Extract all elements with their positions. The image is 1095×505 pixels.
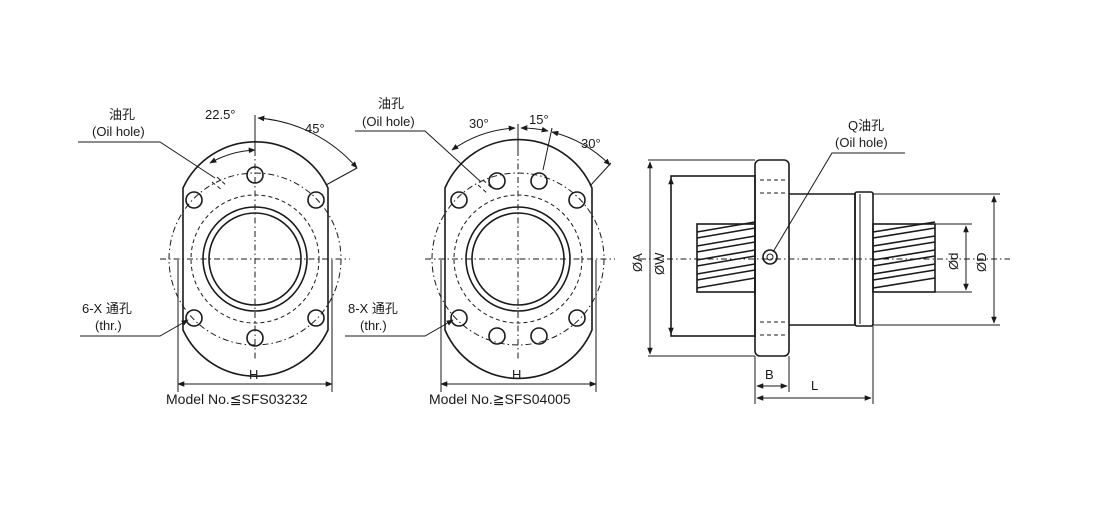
left-flange-view: 22.5° 45° 油孔 (Oil hole) 6-X 通孔 (thr.) H … xyxy=(78,107,358,407)
middle-bolt-hole xyxy=(530,172,548,190)
left-bolt-hole xyxy=(246,166,264,184)
side-b-label: B xyxy=(765,367,774,382)
middle-flange-view: 30° 15° 30° 油孔 (Oil hole) 8-X 通孔 (thr.) … xyxy=(345,96,615,407)
left-angle-arc-b xyxy=(257,115,358,169)
middle-bolt-hole xyxy=(488,327,506,345)
left-angle-b-label: 45° xyxy=(305,121,325,136)
side-oil-hole-en: (Oil hole) xyxy=(835,135,888,150)
middle-bolt-hole xyxy=(530,327,548,345)
side-oil-hole-inner xyxy=(766,253,774,261)
middle-angle-c-label: 30° xyxy=(581,136,601,151)
screw-right-outline xyxy=(872,223,936,293)
left-oil-hole-en: (Oil hole) xyxy=(92,124,145,139)
screw-left-outline xyxy=(696,223,756,293)
middle-oil-hole-en: (Oil hole) xyxy=(362,114,415,129)
side-flange-body xyxy=(754,159,790,357)
middle-oil-hole-mark xyxy=(477,179,494,195)
middle-thru-leader xyxy=(345,319,454,337)
side-a-label: ØA xyxy=(630,253,645,272)
middle-angle-arc-a xyxy=(451,125,516,151)
left-oil-hole-cn: 油孔 xyxy=(109,107,135,122)
left-model-caption: Model No.≦SFS03232 xyxy=(166,391,308,407)
left-bolt-hole xyxy=(185,191,203,209)
left-h-label: H xyxy=(249,367,258,382)
middle-angle-ext xyxy=(589,162,612,187)
middle-oil-hole-leader xyxy=(355,130,482,183)
middle-h-label: H xyxy=(512,367,521,382)
left-angle-ext xyxy=(325,167,358,186)
middle-thru-label: (thr.) xyxy=(360,318,387,333)
side-left-body xyxy=(670,175,756,337)
left-thru-hole-label: 6-X 通孔 xyxy=(82,301,132,316)
left-thru-leader xyxy=(80,319,189,337)
middle-thru-hole-label: 8-X 通孔 xyxy=(348,301,398,316)
left-angle-arc-a xyxy=(209,147,256,164)
middle-bolt-hole xyxy=(450,191,468,209)
left-bolt-hole xyxy=(246,329,264,347)
left-bolt-hole xyxy=(307,309,325,327)
middle-bolt-hole xyxy=(568,191,586,209)
side-oil-hole xyxy=(762,249,778,265)
side-l-label: L xyxy=(811,378,818,393)
middle-bolt-hole xyxy=(488,172,506,190)
left-bolt-hole xyxy=(307,191,325,209)
side-dd-label: ØD xyxy=(974,253,989,273)
middle-angle-ext xyxy=(542,127,553,171)
side-screw-thread-right xyxy=(872,221,936,293)
side-w-label: ØW xyxy=(652,252,667,275)
middle-angle-b-label: 15° xyxy=(529,112,549,127)
left-oil-hole-mark xyxy=(211,176,228,191)
middle-model-caption: Model No.≧SFS04005 xyxy=(429,391,571,407)
middle-angle-arc-c xyxy=(551,130,611,166)
side-oil-hole-leader xyxy=(772,152,905,253)
side-screw-thread-left xyxy=(696,221,756,293)
middle-oil-hole-cn: 油孔 xyxy=(378,96,404,111)
left-oil-hole-leader xyxy=(78,141,216,179)
left-angle-a-label: 22.5° xyxy=(205,107,236,122)
side-oil-hole-cn: Q油孔 xyxy=(848,118,884,133)
left-thru-label: (thr.) xyxy=(95,318,122,333)
side-view: Q油孔 (Oil hole) ØA ØW Ød ØD B L xyxy=(630,118,1010,404)
middle-bolt-hole xyxy=(450,309,468,327)
left-bolt-hole xyxy=(185,309,203,327)
middle-bolt-hole xyxy=(568,309,586,327)
side-d-label: Ød xyxy=(946,253,961,270)
middle-angle-a-label: 30° xyxy=(469,116,489,131)
middle-angle-arc-b xyxy=(520,125,549,133)
